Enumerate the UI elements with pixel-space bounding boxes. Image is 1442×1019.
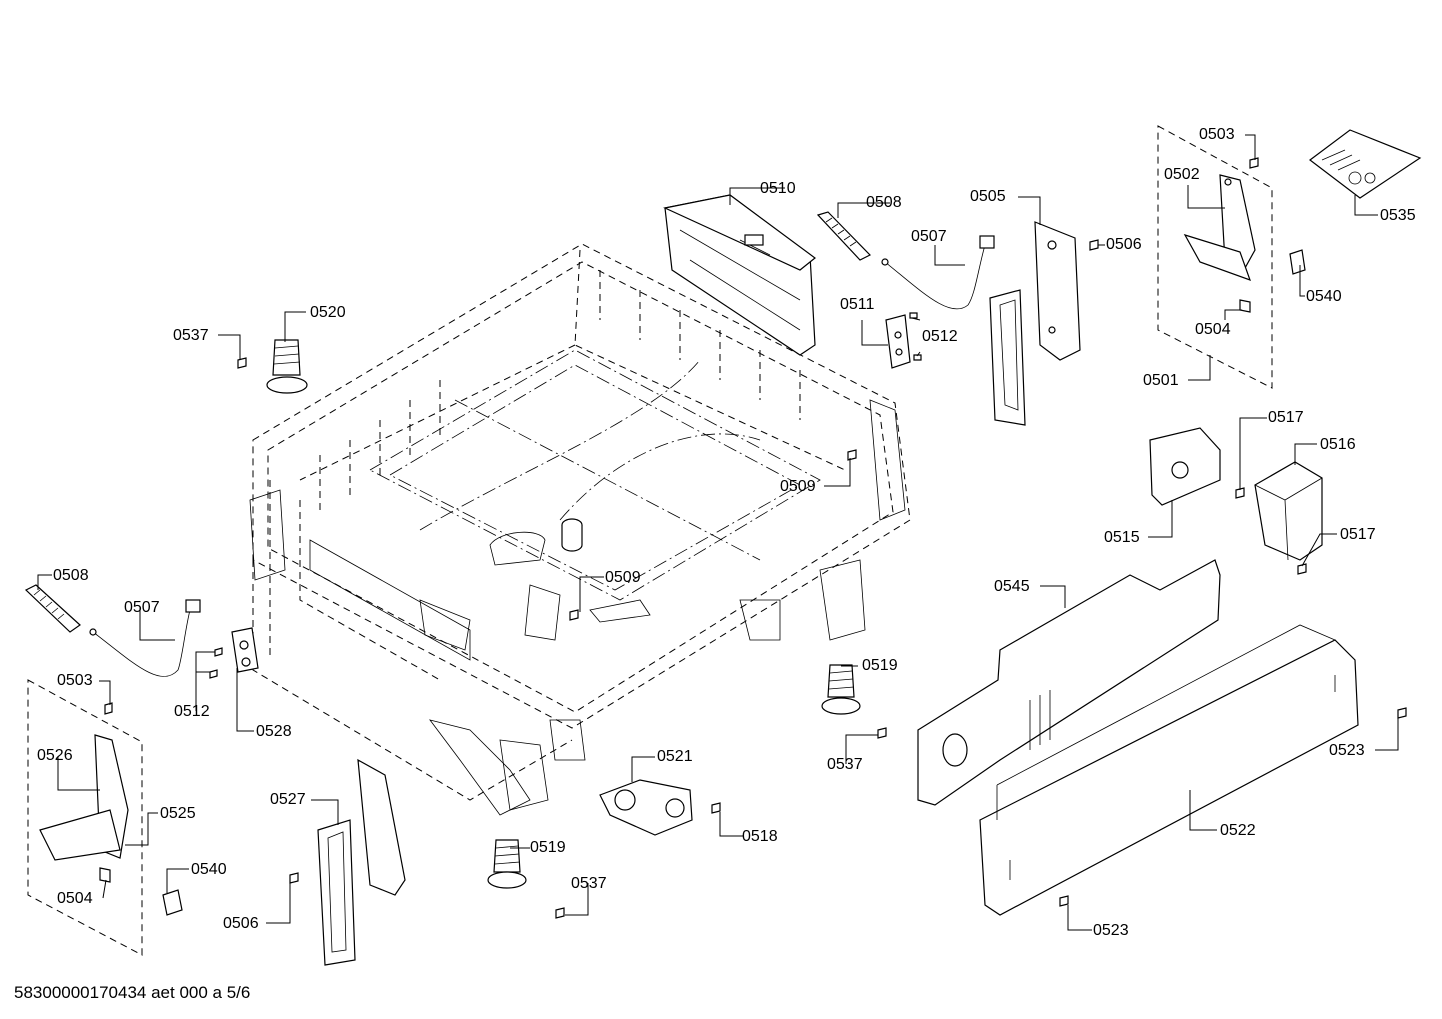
part-label: 0527 [270,791,306,808]
spring-0508-left [24,584,81,633]
part-label: 0503 [57,672,93,689]
spring-0508-top [816,211,872,261]
part-label: 0506 [1106,236,1142,253]
foot-0519-right [821,664,861,715]
part-label: 0506 [223,915,259,932]
part-label: 0520 [310,304,346,321]
part-label: 0508 [53,567,89,584]
part-label: 0503 [1199,126,1235,143]
part-label: 0540 [191,861,227,878]
hinge-assembly-0501 [1157,125,1273,389]
part-label: 0537 [827,756,863,773]
valve-0521 [599,779,721,836]
part-label: 0537 [173,327,209,344]
part-label: 0512 [922,328,958,345]
part-label: 0516 [1320,436,1356,453]
bracket-0528 [209,627,259,679]
bracket-0511 [885,312,922,369]
part-label: 0540 [1306,288,1342,305]
part-label: 0515 [1104,529,1140,546]
base-frame-tub [249,243,911,816]
part-label: 0528 [256,723,292,740]
document-reference: 58300000170434 aet 000 a 5/6 [14,983,251,1002]
part-label: 0517 [1340,526,1376,543]
part-label: 0535 [1380,207,1416,224]
part-label: 0517 [1268,409,1304,426]
part-label: 0502 [1164,166,1200,183]
part-label: 0518 [742,828,778,845]
hinge-bracket-0505 [989,221,1099,426]
hinge-assembly-0525 [27,679,143,956]
bracket-0515 [1149,427,1221,506]
part-label: 0501 [1143,372,1179,389]
foot-0519-bottom [487,839,527,889]
part-label: 0519 [862,657,898,674]
screw-kit-0535 [1309,129,1422,199]
part-label: 0511 [840,296,875,313]
part-label: 0521 [657,748,693,765]
cable-0507-left [89,599,201,677]
part-label: 0507 [124,599,160,616]
part-label: 0545 [994,578,1030,595]
cable-0507-top [881,235,995,310]
part-label: 0519 [530,839,566,856]
part-label: 0509 [780,478,816,495]
screws [237,357,1407,919]
control-module-0510 [663,194,816,356]
front-panel-0522 [979,624,1359,916]
cover-0516 [1254,461,1323,561]
part-label: 0525 [160,805,196,822]
part-label: 0505 [970,188,1006,205]
foot-0520 [266,339,308,394]
part-label: 0507 [911,228,947,245]
part-label: 0522 [1220,822,1256,839]
part-label: 0512 [174,703,210,720]
clip-0540-top [1289,249,1306,275]
part-label: 0523 [1329,742,1365,759]
part-label: 0504 [1195,321,1231,338]
part-label: 0508 [866,194,902,211]
panel-0545 [917,559,1221,806]
part-label: 0509 [605,569,641,586]
part-label: 0510 [760,180,796,197]
hinge-bracket-0527 [289,758,406,966]
part-label: 0504 [57,890,93,907]
clip-0540-left [162,889,183,916]
leader-lines [37,134,1399,931]
part-label: 0537 [571,875,607,892]
part-label: 0523 [1093,922,1129,939]
part-label: 0526 [37,747,73,764]
